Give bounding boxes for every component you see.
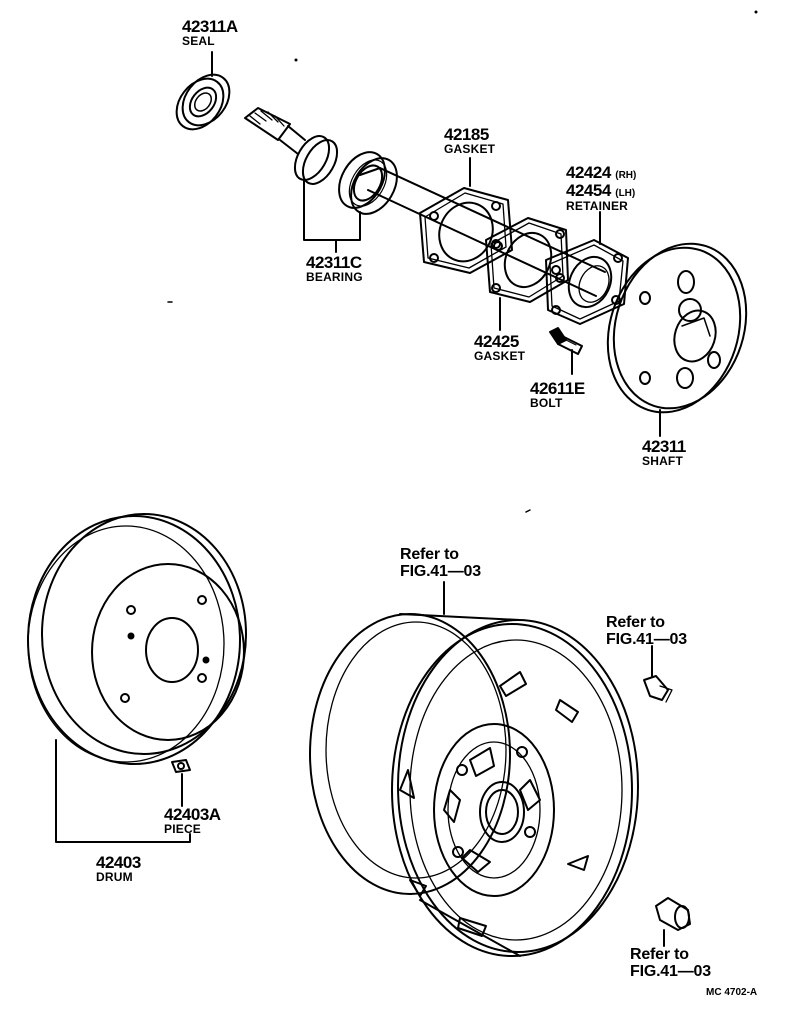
hub-nut-drawing bbox=[656, 898, 690, 946]
shaft-label: 42311 SHAFT bbox=[642, 438, 686, 467]
gasket-42425-label: 42425 GASKET bbox=[474, 333, 525, 362]
bearing-drawing bbox=[288, 130, 406, 252]
gasket-42425-drawing bbox=[486, 218, 568, 330]
retainer-part-name: RETAINER bbox=[566, 199, 629, 213]
drum-part-name: DRUM bbox=[96, 870, 133, 884]
gasket-42185-part-name: GASKET bbox=[444, 142, 496, 156]
bolt-part-number: 42611E bbox=[530, 379, 585, 398]
wheel-reference-line2: FIG.41—03 bbox=[400, 563, 481, 580]
retainer-rh-part-number: 42424 bbox=[566, 163, 611, 182]
drum-part-number: 42403 bbox=[96, 853, 141, 872]
seal-part-name: SEAL bbox=[182, 34, 215, 48]
shaft-part-number: 42311 bbox=[642, 437, 686, 456]
weight-reference-line1: Refer to bbox=[606, 614, 665, 631]
gasket-42185-label: 42185 GASKET bbox=[444, 126, 495, 155]
drum-label: 42403 DRUM bbox=[96, 854, 141, 883]
retainer-drawing bbox=[546, 212, 628, 324]
gasket-42425-part-number: 42425 bbox=[474, 332, 519, 351]
seal-label: 42311A SEAL bbox=[182, 18, 238, 47]
hub-nut-reference-line2: FIG.41—03 bbox=[630, 963, 711, 980]
piece-part-number: 42403A bbox=[164, 805, 221, 824]
bearing-part-name: BEARING bbox=[306, 270, 363, 284]
seal-part-number: 42311A bbox=[182, 17, 238, 36]
balance-weight-drawing bbox=[644, 646, 672, 702]
hub-nut-reference-line1: Refer to bbox=[630, 946, 689, 963]
bolt-part-name: BOLT bbox=[530, 396, 563, 410]
retainer-label: 42424 (RH) 42454 (LH) RETAINER bbox=[566, 164, 636, 212]
shaft-part-name: SHAFT bbox=[642, 454, 683, 468]
bolt-label: 42611E BOLT bbox=[530, 380, 585, 409]
axle-flange-drawing bbox=[587, 226, 767, 436]
bolt-drawing bbox=[550, 328, 582, 374]
retainer-rh-suffix: (RH) bbox=[615, 170, 637, 181]
retainer-lh-part-number: 42454 bbox=[566, 181, 611, 200]
road-wheel-drawing bbox=[310, 582, 638, 956]
hub-nut-reference-label: Refer to FIG.41—03 bbox=[630, 946, 711, 980]
wheel-reference-line1: Refer to bbox=[400, 546, 459, 563]
gasket-42425-part-name: GASKET bbox=[474, 349, 526, 363]
gasket-42185-part-number: 42185 bbox=[444, 125, 489, 144]
brake-drum-drawing bbox=[28, 514, 246, 842]
wheel-reference-label: Refer to FIG.41—03 bbox=[400, 546, 481, 580]
piece-part-name: PIECE bbox=[164, 822, 202, 836]
piece-label: 42403A PIECE bbox=[164, 806, 221, 835]
seal-drawing bbox=[167, 52, 239, 138]
weight-reference-line2: FIG.41—03 bbox=[606, 631, 687, 648]
axle-shaft-drawing bbox=[245, 108, 605, 296]
diagram-code: MC 4702-A bbox=[706, 987, 758, 998]
retainer-lh-suffix: (LH) bbox=[615, 188, 636, 199]
bearing-part-number: 42311C bbox=[306, 253, 362, 272]
piece-drawing bbox=[172, 760, 190, 806]
bearing-label: 42311C BEARING bbox=[306, 254, 363, 283]
weight-reference-label: Refer to FIG.41—03 bbox=[606, 614, 687, 648]
gasket-42185-drawing bbox=[420, 158, 512, 273]
